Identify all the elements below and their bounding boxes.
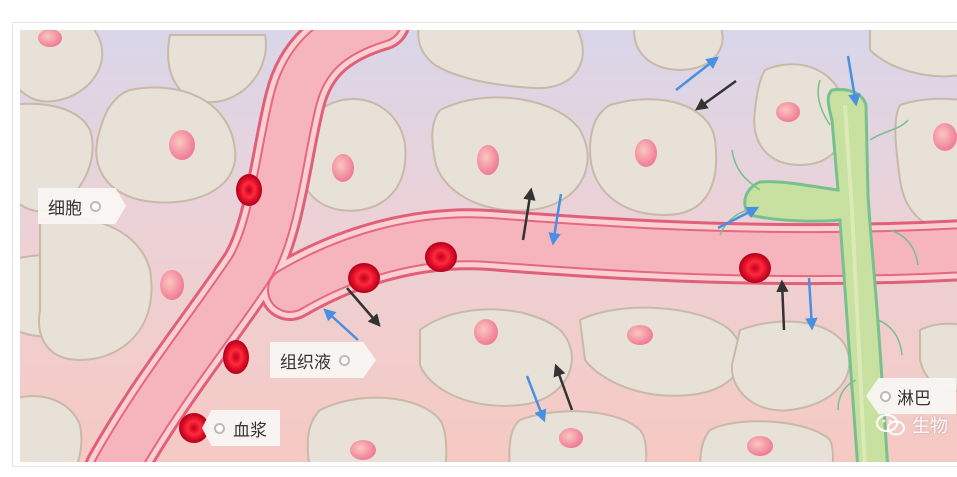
capillary [85,30,957,462]
cell-nucleus [169,130,195,160]
tissue-cell [417,30,584,90]
cell-nucleus [933,123,957,151]
tissue-cell [20,102,94,213]
cell-nucleus [38,30,62,47]
cell-nucleus [332,154,354,182]
label-plasma: 血浆 [202,410,280,446]
cell-nucleus [477,145,499,175]
cell-nuclei [38,30,957,460]
cell-nucleus [350,440,376,460]
red-blood-cell [425,242,457,272]
tissue-cell [633,30,724,72]
arrow-in [346,287,381,327]
arrow-in [553,363,574,411]
tissue-cell [869,30,957,78]
red-blood-cell [236,174,262,206]
label-pointer-dot [90,200,101,212]
cell-nucleus [474,319,498,345]
cell-nucleus [559,428,583,448]
label-tissue-fluid-text: 组织液 [280,352,331,373]
tissue-cell [431,96,589,212]
tissue-cell [95,86,237,204]
watermark-text: 生物 [912,416,948,437]
label-lymph-text: 淋巴 [897,388,931,409]
arrow-out [675,56,719,91]
watermark: 生物 [876,412,948,438]
tissue-cell [919,322,957,392]
label-tissue-fluid: 组织液 [270,342,376,378]
tissue-cell [167,34,267,104]
lymphatic-vessel [719,79,919,462]
label-lymph: 淋巴 [866,378,956,414]
label-pointer-dot [214,422,225,434]
arrow-in [694,79,737,111]
cell-nucleus [747,436,773,456]
cell-nucleus [776,102,800,122]
tissue-cell [419,308,573,407]
cell-nucleus [635,139,657,167]
wechat-icon [876,414,905,436]
exchange-arrows [323,55,861,423]
label-pointer-dot [339,354,350,366]
red-blood-cell [179,413,209,443]
red-blood-cells [179,174,771,443]
arrow-out [548,193,563,246]
tissue-cell [20,30,104,103]
tissue-cell [753,63,847,167]
tissue-cell [20,395,83,462]
capillary-lumen [269,218,957,311]
arrow-out [525,375,547,423]
arrow-out [805,277,818,331]
label-pointer-dot [880,390,891,402]
red-blood-cell [223,340,249,374]
red-blood-cell [348,263,380,293]
label-cell: 细胞 [38,188,126,224]
tissue-diagram [20,30,957,462]
arrow-in [521,187,536,241]
label-plasma-text: 血浆 [233,420,267,441]
tissue-cell [306,396,448,462]
cell-nucleus [160,270,184,300]
tissue-cell [38,216,153,362]
arrow-in [776,279,789,331]
capillary-lumen [95,30,399,462]
arrow-out [717,206,760,230]
arrow-out [846,55,861,107]
label-cell-text: 细胞 [48,198,82,219]
arrow-out [323,308,359,341]
cell-nucleus [627,325,653,345]
red-blood-cell [739,253,771,283]
tissue-cell [730,320,851,412]
